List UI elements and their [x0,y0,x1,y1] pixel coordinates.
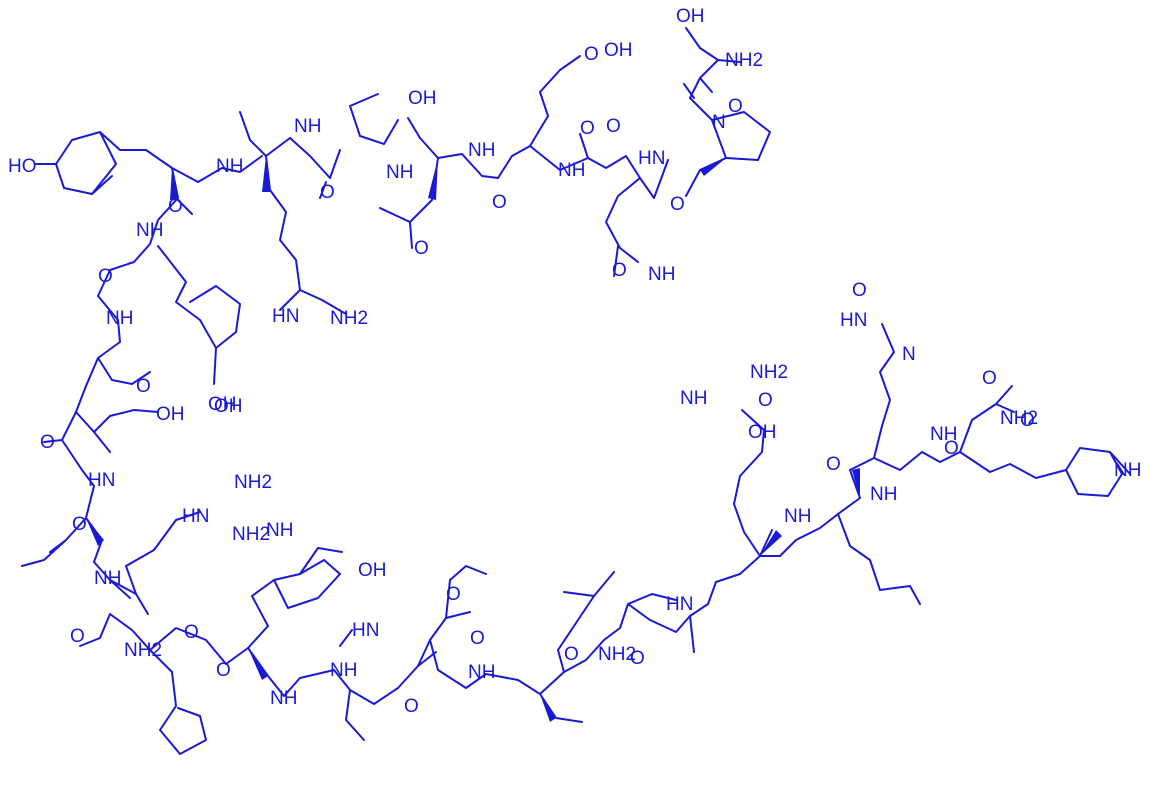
atom-label: O [944,438,959,459]
atom-label: NH [106,308,133,329]
atom-label: O [606,116,621,137]
atom-label: HN [352,620,379,641]
atom-label: NH [266,520,293,541]
atom-label: O [184,622,199,643]
atom-label: HN [638,148,665,169]
atom-label: OH [408,88,437,109]
atom-label: N [712,112,726,133]
atom-label: O [216,660,231,681]
atom-label: NH [136,220,163,241]
atom-label: NH2 [124,640,162,661]
atom-label: NH [216,156,243,177]
atom-label: NH2 [232,524,270,545]
atom-label: O [852,280,867,301]
atom-label: NH [330,660,357,681]
atom-label: O [728,96,743,117]
atom-label: OH [214,396,243,417]
atom-label: NH [270,688,297,709]
atom-label: NH2 [1000,408,1038,429]
atom-label: O [320,182,335,203]
atom-label: HN [182,506,209,527]
atom-label: NH [680,388,707,409]
atom-label: NH [468,140,495,161]
atom-label: O [72,514,87,535]
atom-label: HN [840,310,867,331]
atom-label: OH [676,6,705,27]
atom-label: O [584,44,599,65]
atom-label: O [492,192,507,213]
atom-label: O [168,196,183,217]
atom-label: HN [88,470,115,491]
atom-label: O [136,376,151,397]
atom-label: O [446,584,461,605]
atom-label: NH [94,568,121,589]
atom-label: NH2 [750,362,788,383]
atom-label: OH [358,560,387,581]
atom-label: N [902,344,916,365]
atom-label: NH [386,162,413,183]
atom-label: O [758,390,773,411]
atom-label: NH [558,160,585,181]
atom-label: OH [604,40,633,61]
atom-label: NH [1114,460,1141,481]
atom-label: NH2 [234,472,272,493]
atom-label: O [670,194,685,215]
atom-label: O [404,696,419,717]
bond-skeleton [21,27,1131,755]
atom-label: OH [156,404,185,425]
atom-label: HN [666,594,693,615]
atom-label: O [580,118,595,139]
atom-label: NH [468,662,495,683]
atom-label: NH [294,116,321,137]
atom-label: O [564,644,579,665]
atom-label: NH2 [330,308,368,329]
atom-label: O [470,628,485,649]
atom-label: O [826,454,841,475]
atom-label: NH2 [725,50,763,71]
atom-label: NH [784,506,811,527]
atom-label: O [612,260,627,281]
atom-label: NH [648,264,675,285]
atom-label: O [414,238,429,259]
atom-label: O [982,368,997,389]
atom-label: HO [8,156,37,177]
atom-label: O [98,266,113,287]
atom-label: O [1020,410,1035,431]
atom-label: OH [208,394,237,415]
atom-label: O [630,648,645,669]
atom-label: O [70,626,85,647]
atom-label: NH [870,484,897,505]
atom-label: O [40,432,55,453]
stereo-wedges [86,156,860,722]
atom-label: OH [748,422,777,443]
atom-label: NH2 [598,644,636,665]
atom-label: NH [930,424,957,445]
atom-label: HN [272,306,299,327]
